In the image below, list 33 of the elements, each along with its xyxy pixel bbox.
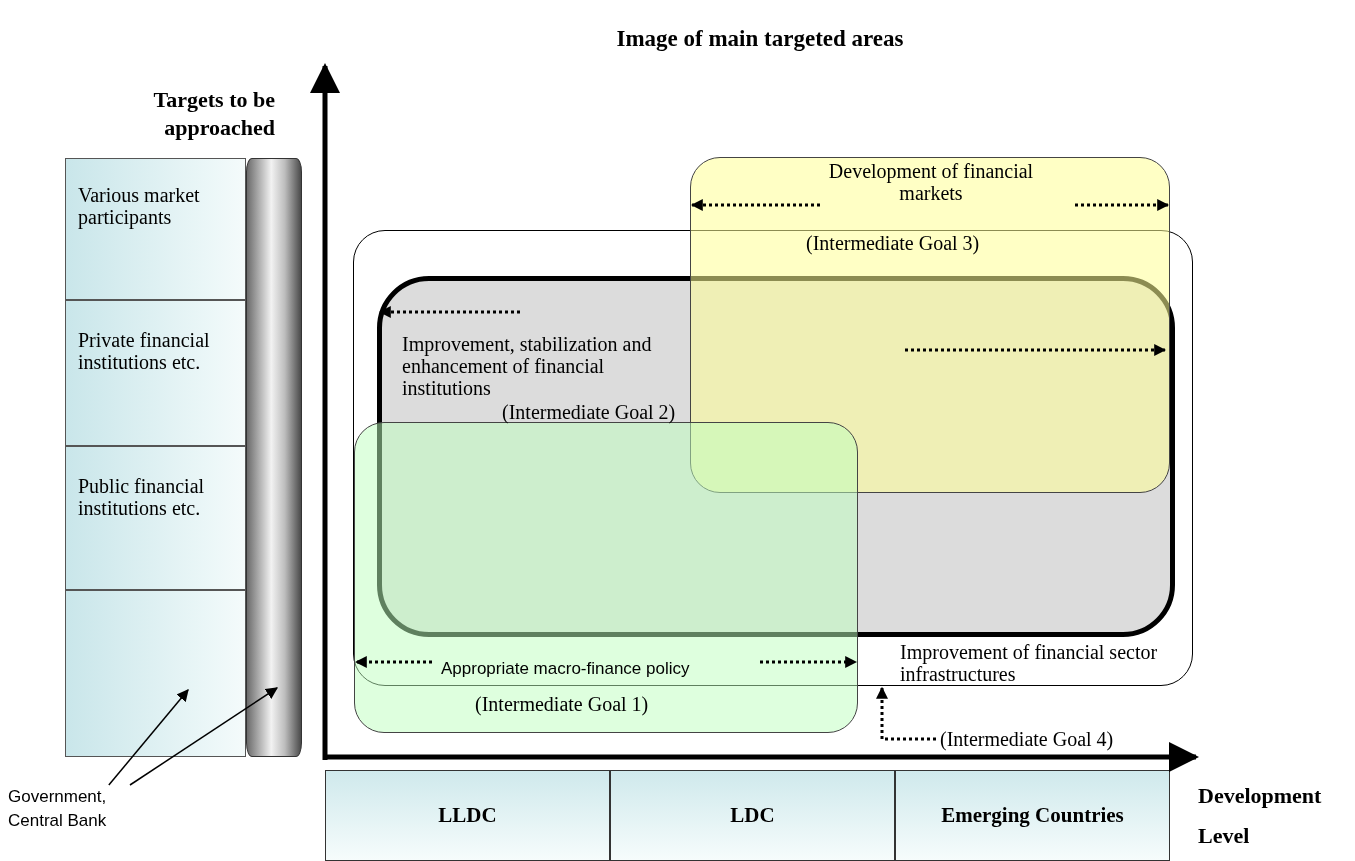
goal-label: (Intermediate Goal 4)	[940, 728, 1115, 750]
cell-text: Public financial institutions etc.	[78, 475, 206, 519]
cell-text: Private financial institutions etc.	[78, 329, 211, 373]
goal-label: (Intermediate Goal 1)	[475, 693, 650, 715]
region-title: Improvement of financial sector infrastructures	[900, 641, 1159, 685]
axis-title: Targets to be approached	[152, 86, 275, 142]
cell-text: Various market participants	[78, 184, 201, 228]
column-cell	[65, 158, 246, 300]
level-cell	[325, 770, 610, 861]
region-title: Development of financial markets	[827, 160, 1035, 204]
axis-title: Development Level	[1198, 782, 1323, 850]
region-outline	[353, 230, 1193, 686]
region-box	[690, 157, 1170, 493]
column-cell	[65, 590, 246, 757]
pillar-cylinder	[246, 158, 302, 757]
region-box	[377, 276, 1175, 637]
level-cell	[895, 770, 1170, 861]
goal-label: (Intermediate Goal 2)	[502, 401, 677, 423]
region-box	[354, 422, 858, 733]
level-text: Emerging Countries	[941, 803, 1124, 828]
annotation-text: Government, Central Bank	[8, 786, 108, 832]
diagram-title: Image of main targeted areas	[615, 26, 905, 52]
dotted-arrow	[876, 686, 936, 741]
region-title: Improvement, stabilization and enhancement of financial institutions	[402, 333, 653, 399]
goal-label: (Intermediate Goal 3)	[806, 232, 981, 254]
region-title: Appropriate macro-finance policy	[441, 658, 691, 680]
level-text: LDC	[730, 803, 775, 828]
column-cell	[65, 300, 246, 446]
column-cell	[65, 446, 246, 590]
level-cell	[610, 770, 895, 861]
level-text: LLDC	[438, 803, 497, 828]
leader-line	[129, 687, 278, 786]
leader-line	[108, 689, 189, 786]
